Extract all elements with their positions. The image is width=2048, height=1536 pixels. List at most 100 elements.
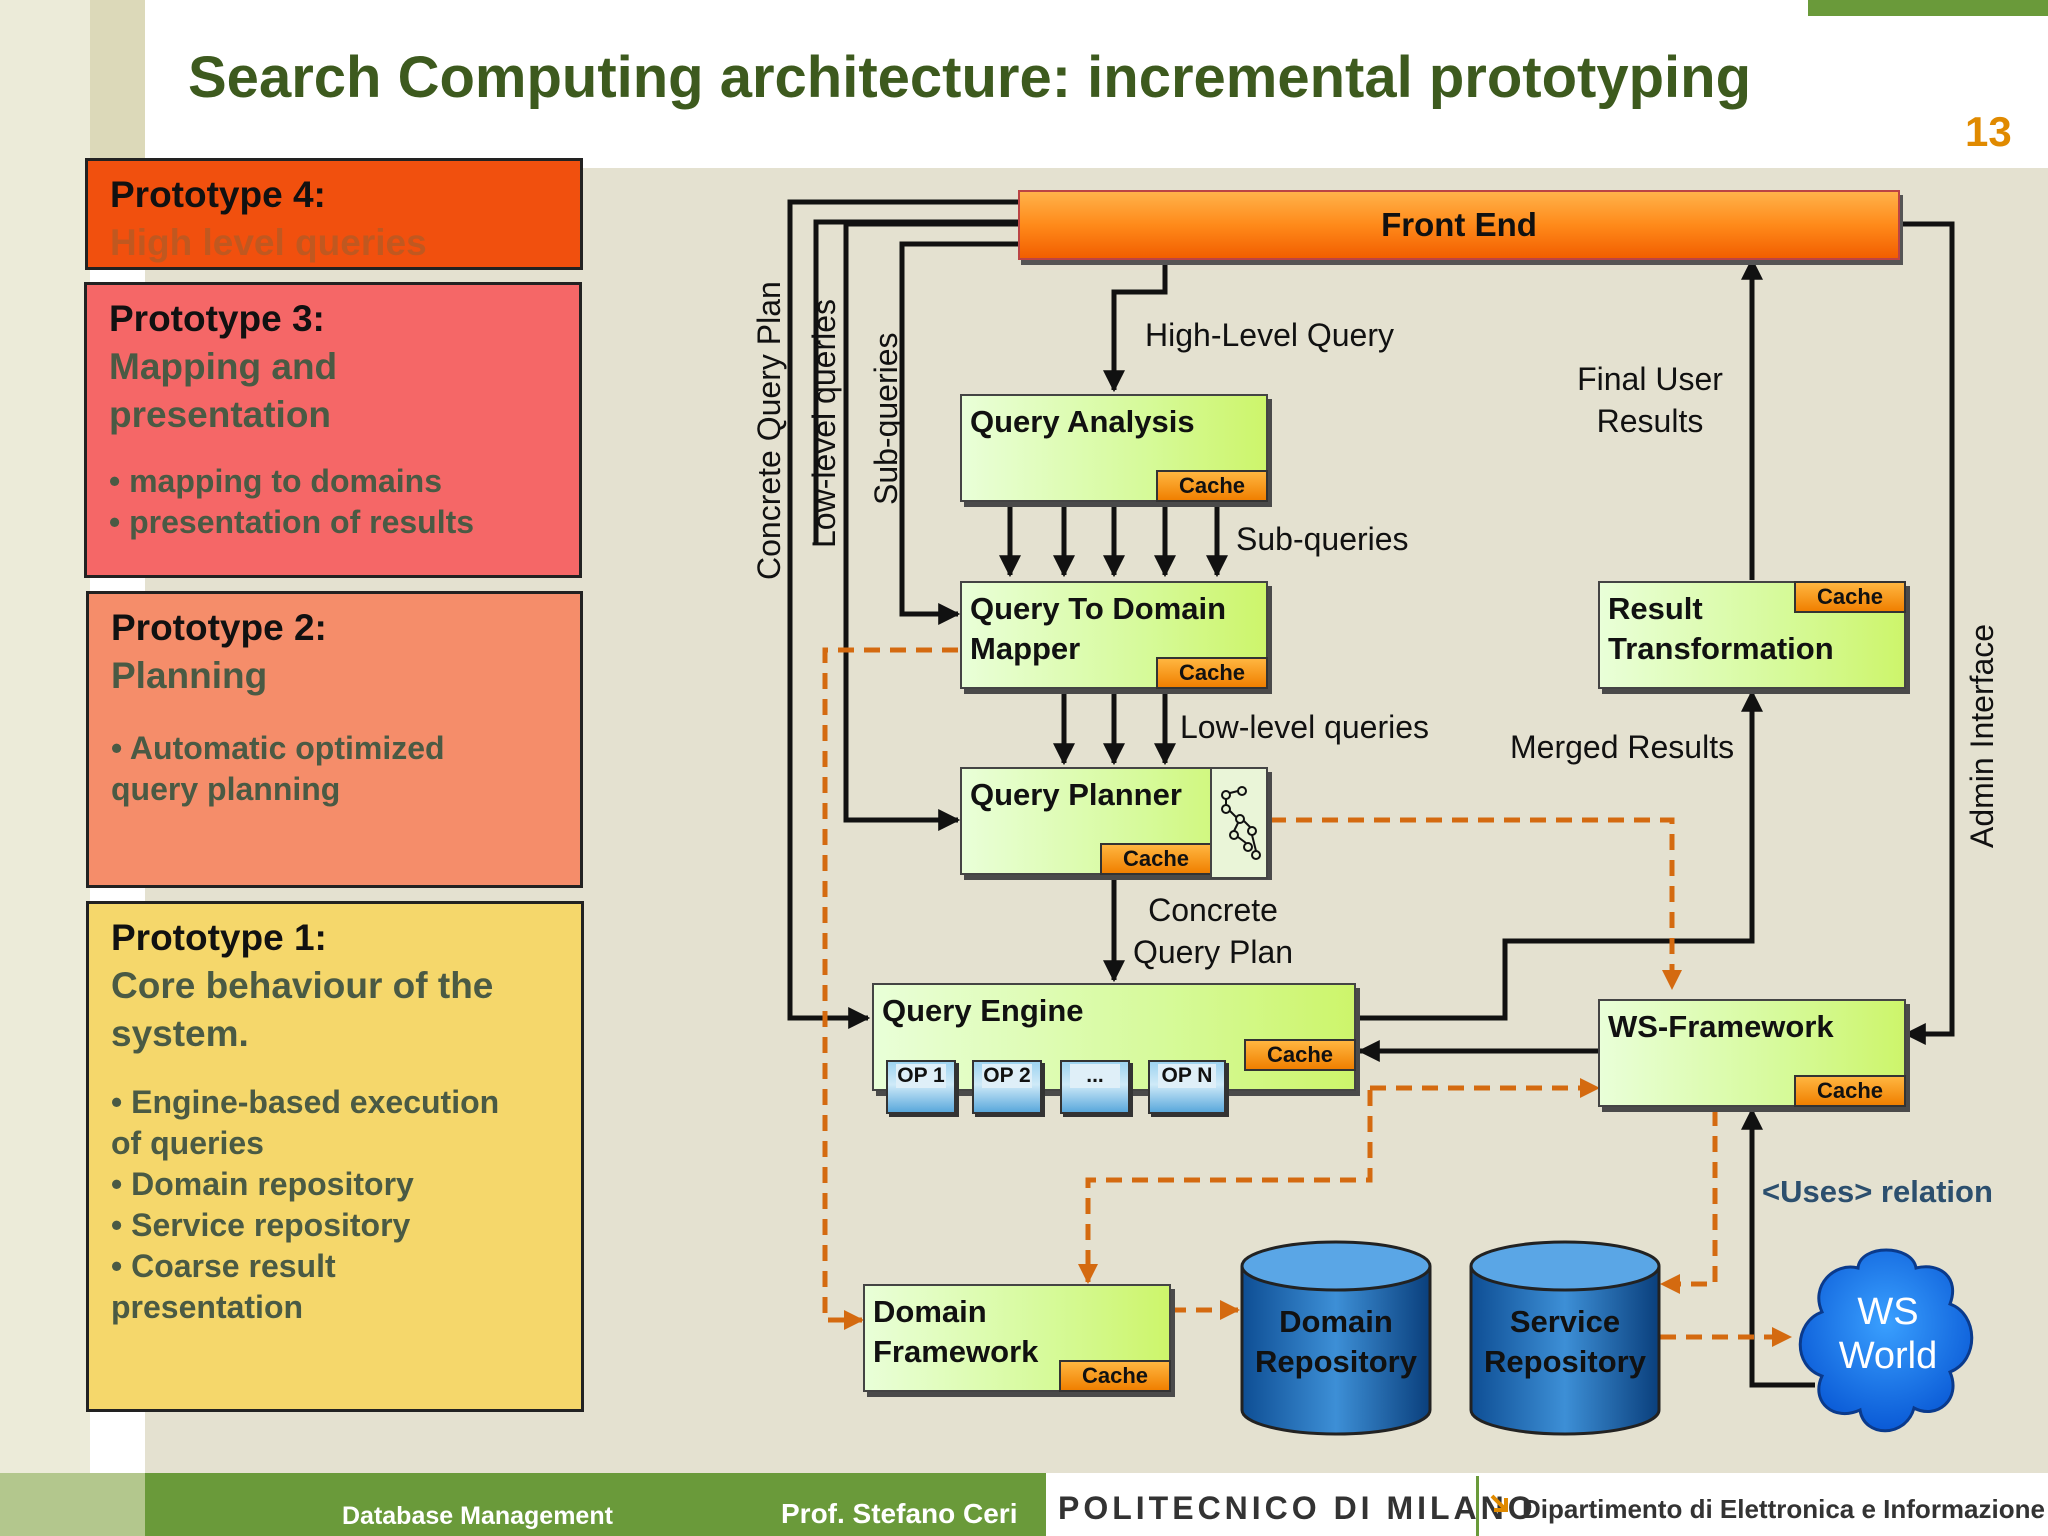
planner-tree-icon (1210, 767, 1268, 879)
prototype-1-subtitle-line2: system. (111, 1013, 249, 1054)
prototype-3-subtitle-line1: Mapping and (109, 346, 338, 387)
prototype-2-title: Prototype 2: (111, 607, 327, 648)
prototype-2-bullet: query planning (111, 771, 341, 807)
cache-badge: Cache (1059, 1360, 1171, 1392)
top-right-accent-bar (1808, 0, 2048, 16)
vertical-label-concrete-query-plan: Concrete Query Plan (751, 281, 787, 580)
op-label: ... (1070, 1064, 1120, 1088)
mapper-label-line1: Query To Domain (970, 591, 1227, 626)
op-label: OP N (1158, 1064, 1216, 1088)
concrete-line2: Query Plan (1132, 934, 1294, 970)
prototype-1-title: Prototype 1: (111, 917, 327, 958)
ws-world-cloud-icon (1798, 1248, 1974, 1433)
result-label-line1: Result (1608, 591, 1703, 626)
prototype-3-subtitle-line2: presentation (109, 394, 332, 435)
prototype-4-box: Prototype 4: High level queries (85, 158, 583, 270)
prototype-3-bullet: • presentation of results (109, 504, 475, 540)
ws-framework-label: WS-Framework (1608, 1009, 1834, 1044)
cache-badge: Cache (1244, 1039, 1356, 1071)
prototype-3-bullet: • mapping to domains (109, 463, 442, 499)
prototype-1-bullet: of queries (111, 1125, 264, 1161)
footer-left-block (0, 1473, 145, 1536)
domain-framework-line2: Framework (873, 1334, 1039, 1369)
label-sub-queries: Sub-queries (1236, 521, 1409, 557)
operator-op2: OP 2 (972, 1060, 1042, 1114)
domain-framework-label: Domain Framework (873, 1292, 1038, 1372)
footer-course: Database Management (342, 1502, 613, 1530)
query-engine-label: Query Engine (882, 993, 1084, 1028)
footer-professor: Prof. Stefano Ceri (781, 1498, 1018, 1529)
op-label: OP 1 (896, 1064, 946, 1088)
prototype-1-bullet: presentation (111, 1289, 304, 1325)
page-number: 13 (1965, 108, 2012, 155)
domain-framework-box: Domain Framework Cache (863, 1284, 1171, 1392)
prototype-1-box: Prototype 1: Core behaviour of the syste… (86, 901, 584, 1412)
prototype-2-bullet: • Automatic optimized (111, 730, 445, 766)
vertical-label-sub-queries: Sub-queries (868, 332, 904, 505)
prototype-2-subtitle: Planning (111, 655, 268, 696)
final-results-line1: Final User (1577, 361, 1723, 397)
domain-repository-cylinder (1240, 1240, 1432, 1436)
front-end-label: Front End (1381, 206, 1537, 243)
label-low-level-queries: Low-level queries (1180, 709, 1430, 745)
vertical-label-low-level-queries: Low-level queries (806, 298, 842, 548)
cache-badge: Cache (1156, 657, 1268, 689)
mapper-label-line2: Mapper (970, 631, 1081, 666)
prototype-2-box: Prototype 2: Planning • Automatic optimi… (86, 591, 583, 888)
op-label: OP 2 (982, 1064, 1032, 1088)
ws-world-line1: WS (1857, 1291, 1919, 1333)
label-concrete-query-plan: Concrete Query Plan (1128, 889, 1298, 973)
background-left-accent (90, 0, 145, 168)
query-planner-box: Query Planner Cache (960, 767, 1268, 879)
vertical-label-admin-interface: Admin Interface (1964, 623, 2000, 848)
cache-badge: Cache (1100, 843, 1212, 875)
prototype-3-box: Prototype 2: Prototype 3: Mapping and pr… (84, 282, 582, 578)
prototype-4-title: Prototype 4: (110, 174, 326, 215)
operator-opn: OP N (1148, 1060, 1226, 1114)
domain-repository-line2: Repository (1255, 1344, 1417, 1379)
background-left-strip (0, 0, 90, 1536)
service-repository-line2: Repository (1484, 1344, 1646, 1379)
cache-badge: Cache (1794, 1075, 1906, 1107)
domain-framework-line1: Domain (873, 1294, 987, 1329)
operator-ellipsis: ... (1060, 1060, 1130, 1114)
result-transformation-label: Result Transformation (1608, 589, 1834, 669)
service-repository-line1: Service (1509, 1304, 1621, 1339)
final-results-line2: Results (1596, 403, 1704, 439)
cache-badge: Cache (1156, 470, 1268, 502)
prototype-1-bullet: • Domain repository (111, 1166, 414, 1202)
result-transformation-box: Result Transformation Cache (1598, 581, 1906, 689)
ws-framework-box: WS-Framework Cache (1598, 999, 1906, 1107)
prototype-1-bullet: • Service repository (111, 1207, 411, 1243)
query-planner-label: Query Planner (970, 777, 1182, 812)
label-high-level-query: High-Level Query (1145, 317, 1394, 353)
footer-university: POLITECNICO DI MILANO (1058, 1490, 1537, 1526)
query-to-domain-mapper-box: Query To Domain Mapper Cache (960, 581, 1268, 689)
footer-white-area (1043, 1473, 2048, 1536)
label-uses-relation: <Uses> relation (1762, 1174, 1993, 1209)
service-repository-label: Service Repository (1467, 1302, 1663, 1382)
concrete-line1: Concrete (1148, 892, 1278, 928)
query-analysis-box: Query Analysis Cache (960, 394, 1268, 502)
ws-world-line2: World (1838, 1335, 1938, 1377)
prototype-1-subtitle-line1: Core behaviour of the (111, 965, 494, 1006)
department-arrow-icon (1490, 1494, 1508, 1512)
query-to-domain-mapper-label: Query To Domain Mapper (970, 589, 1226, 669)
service-repository-cylinder (1469, 1240, 1661, 1436)
prototype-1-bullet: • Engine-based execution (111, 1084, 500, 1120)
query-engine-box: Query Engine Cache (872, 983, 1356, 1091)
prototype-3-title-text: Prototype 3: (109, 298, 325, 339)
query-analysis-label: Query Analysis (970, 404, 1195, 439)
slide-title: Search Computing architecture: increment… (188, 45, 1751, 110)
prototype-4-subtitle: High level queries (110, 222, 427, 263)
label-merged-results: Merged Results (1510, 729, 1735, 765)
cache-badge: Cache (1794, 581, 1906, 613)
ws-world-label: WS World (1790, 1290, 1986, 1378)
domain-repository-line1: Domain (1279, 1304, 1393, 1339)
label-final-user-results: Final User Results (1560, 358, 1740, 442)
footer-divider (1476, 1476, 1479, 1536)
domain-repository-label: Domain Repository (1238, 1302, 1434, 1382)
front-end-box: Front End (1018, 190, 1900, 260)
prototype-1-bullet: • Coarse result (111, 1248, 336, 1284)
